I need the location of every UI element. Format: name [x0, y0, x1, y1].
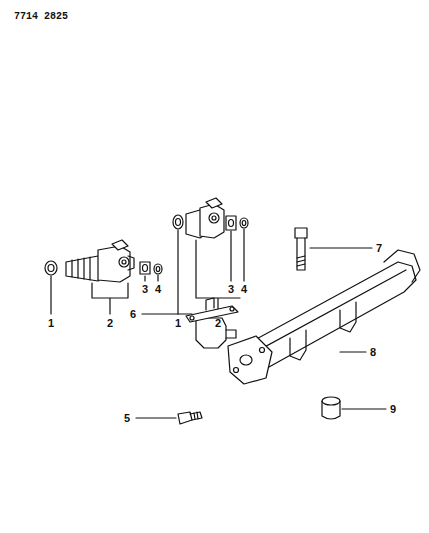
right-injector-group: [173, 198, 248, 314]
callout-number: 4: [241, 284, 247, 295]
callout-number: 7: [376, 243, 382, 254]
callout-number: 1: [48, 318, 54, 329]
callout-number: 1: [175, 318, 181, 329]
part-code: 7714 2825: [14, 12, 68, 22]
callout-number: 5: [124, 413, 130, 424]
callout-number: 2: [107, 318, 113, 329]
pressure-regulator-6: [142, 298, 238, 348]
fuel-rail-8: [228, 250, 420, 384]
callout-number: 6: [130, 309, 136, 320]
left-injector-group: [45, 240, 162, 314]
callout-number: 4: [155, 284, 161, 295]
bolt-7: [295, 228, 372, 270]
cap-9: [322, 397, 386, 419]
callout-number: 3: [228, 284, 234, 295]
callout-number: 2: [215, 318, 221, 329]
callout-number: 3: [142, 284, 148, 295]
callout-number: 8: [370, 347, 376, 358]
screw-5: [136, 412, 202, 424]
callout-number: 9: [390, 404, 396, 415]
